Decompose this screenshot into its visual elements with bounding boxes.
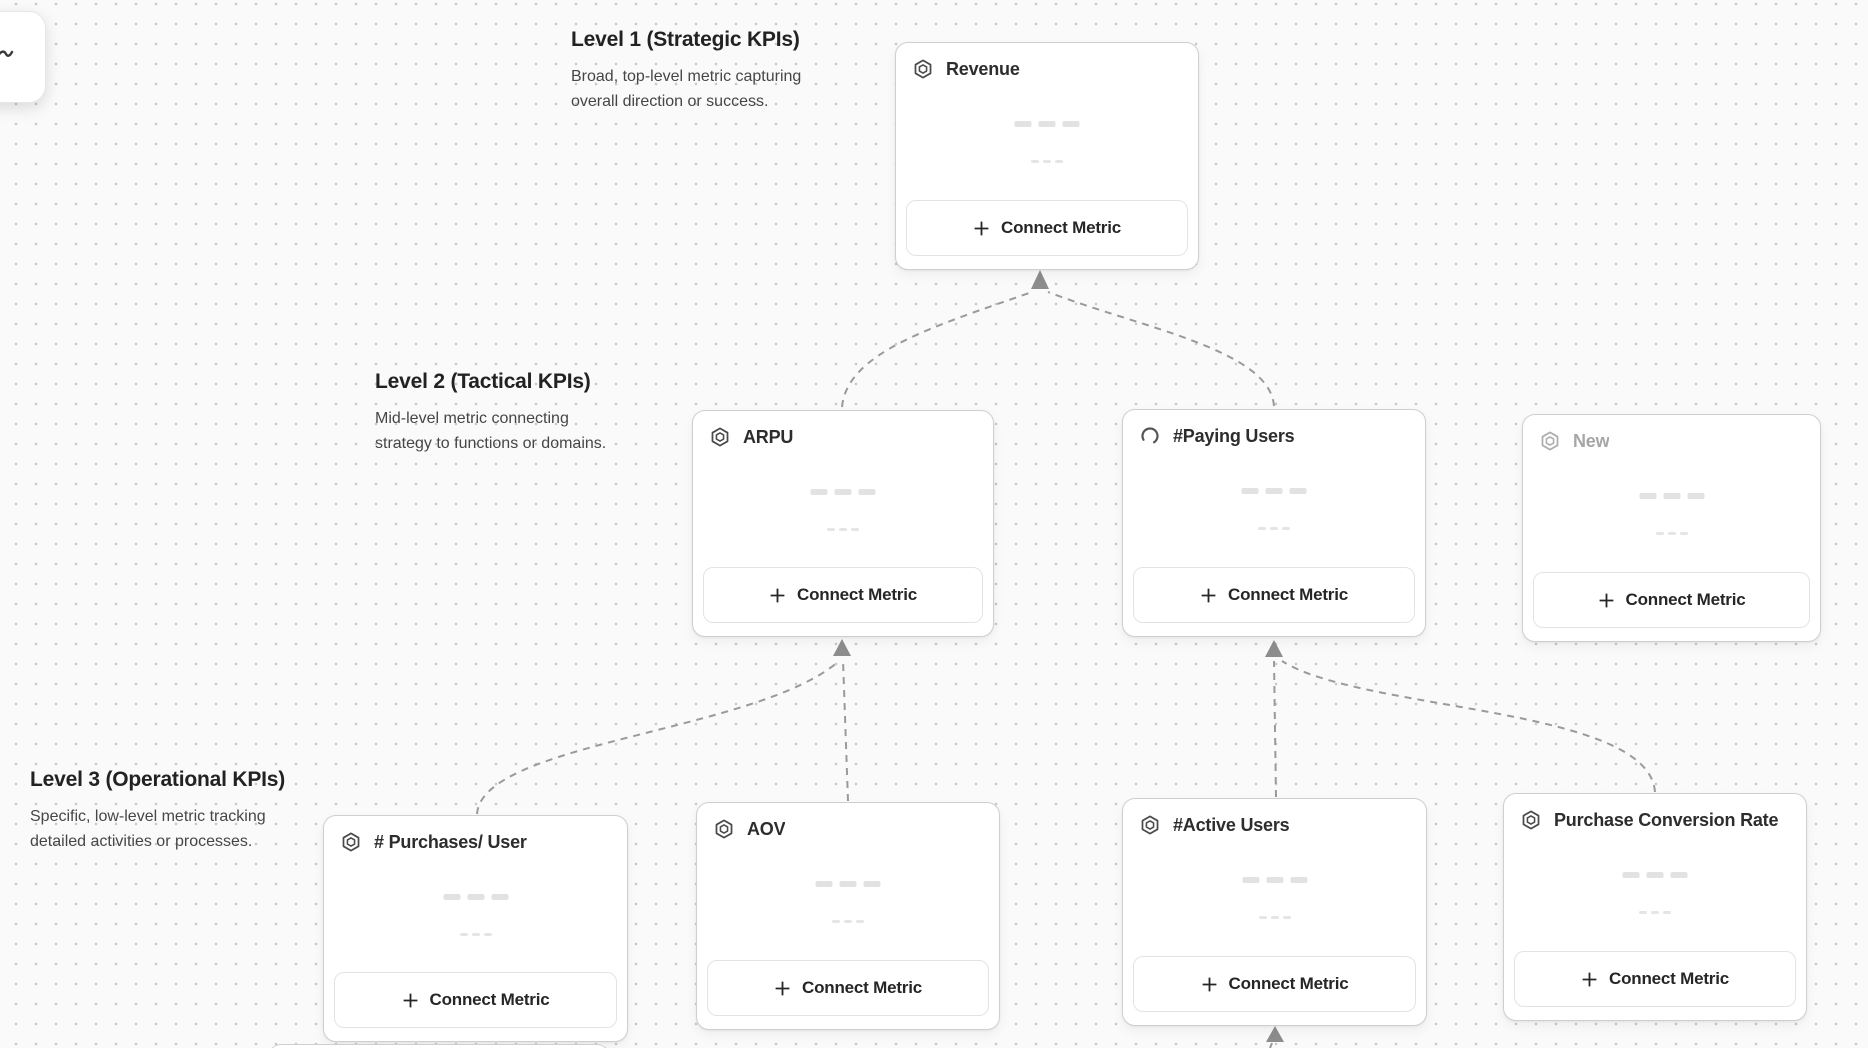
level-3-heading: Level 3 (Operational KPIs) bbox=[30, 768, 286, 791]
level-1-description: Broad, top-level metric capturing overal… bbox=[571, 68, 802, 110]
metric-hexagon-icon bbox=[342, 832, 360, 852]
plus-icon bbox=[1202, 977, 1216, 991]
skeleton-bars bbox=[810, 489, 876, 495]
skeleton-dashes bbox=[1655, 532, 1688, 535]
skeleton-dashes bbox=[1258, 916, 1291, 919]
metric-card-new[interactable]: New Connect Metric bbox=[1522, 414, 1821, 642]
edge-active-paying bbox=[1273, 660, 1277, 798]
card-title: # Purchases/ User bbox=[374, 831, 527, 852]
card-title: #Paying Users bbox=[1173, 425, 1295, 446]
skeleton-bars bbox=[1639, 493, 1704, 499]
skeleton-dashes bbox=[832, 920, 864, 923]
plus-icon bbox=[775, 981, 790, 995]
metric-card-arpu[interactable]: ARPU Connect Metric bbox=[692, 410, 994, 637]
skeleton-bars bbox=[1014, 121, 1080, 127]
connect-metric-button[interactable]: Connect Metric bbox=[906, 200, 1188, 256]
skeleton-dashes bbox=[1031, 160, 1063, 163]
connect-metric-button[interactable]: Connect Metric bbox=[1133, 956, 1416, 1012]
card-title: ARPU bbox=[743, 426, 794, 447]
metric-card-revenue[interactable]: Revenue Connect Metric bbox=[895, 42, 1199, 270]
connect-metric-label: Connect Metric bbox=[797, 585, 917, 604]
metric-hexagon-icon bbox=[1141, 815, 1159, 835]
card-header: #Active Users bbox=[1123, 799, 1426, 836]
arrowhead-paying bbox=[1265, 640, 1283, 657]
connect-metric-label: Connect Metric bbox=[1609, 969, 1729, 988]
metric-hexagon-icon bbox=[1522, 810, 1540, 830]
connect-metric-label: Connect Metric bbox=[1001, 218, 1121, 237]
card-header: Purchase Conversion Rate bbox=[1504, 794, 1806, 831]
card-header: # Purchases/ User bbox=[324, 816, 627, 853]
connect-metric-button[interactable]: Connect Metric bbox=[703, 567, 983, 623]
skeleton-dashes bbox=[1639, 911, 1671, 914]
connect-metric-button[interactable]: Connect Metric bbox=[334, 972, 617, 1028]
connect-metric-button[interactable]: Connect Metric bbox=[1133, 567, 1415, 623]
metric-card-partial-offscreen[interactable] bbox=[268, 1044, 610, 1048]
metric-card-purchases-per-user[interactable]: # Purchases/ User Connect Metric bbox=[323, 815, 628, 1042]
level-3-annotation: Level 3 (Operational KPIs) Specific, low… bbox=[30, 768, 285, 855]
plus-icon bbox=[1201, 588, 1216, 602]
level-3-description: Specific, low-level metric tracking deta… bbox=[30, 808, 266, 850]
level-2-heading: Level 2 (Tactical KPIs) bbox=[375, 370, 591, 393]
skeleton-bars bbox=[1242, 877, 1307, 883]
level-2-annotation: Level 2 (Tactical KPIs) Mid-level metric… bbox=[375, 370, 630, 457]
metric-hexagon-icon bbox=[711, 427, 729, 447]
edge-offscreen-active bbox=[1269, 1042, 1273, 1048]
level-1-annotation: Level 1 (Strategic KPIs) Broad, top-leve… bbox=[571, 28, 826, 115]
card-header: #Paying Users bbox=[1123, 410, 1425, 447]
metric-card-purchase-conversion-rate[interactable]: Purchase Conversion Rate Connect Metric bbox=[1503, 793, 1807, 1021]
card-title: Revenue bbox=[946, 58, 1020, 79]
card-title: AOV bbox=[747, 818, 786, 839]
card-title: Purchase Conversion Rate bbox=[1554, 809, 1779, 830]
edge-purchases-arpu bbox=[476, 660, 840, 815]
card-header: AOV bbox=[697, 803, 999, 840]
plus-icon bbox=[1582, 972, 1597, 986]
card-header: New bbox=[1523, 415, 1820, 452]
skeleton-bars bbox=[1241, 488, 1307, 494]
arrowhead-arpu bbox=[833, 639, 851, 656]
skeleton-dashes bbox=[459, 933, 492, 936]
plus-icon bbox=[974, 221, 989, 235]
connect-metric-button[interactable]: Connect Metric bbox=[1533, 572, 1810, 628]
card-title: #Active Users bbox=[1173, 814, 1290, 835]
connect-metric-label: Connect Metric bbox=[429, 990, 550, 1009]
edge-aov-arpu bbox=[842, 659, 849, 802]
metric-hexagon-icon bbox=[715, 819, 733, 839]
plus-icon bbox=[770, 588, 785, 602]
card-header: Revenue bbox=[896, 43, 1198, 80]
metric-hexagon-icon bbox=[1541, 431, 1559, 451]
spinner-icon bbox=[1141, 427, 1159, 445]
skeleton-bars bbox=[815, 881, 881, 887]
connect-metric-label: Connect Metric bbox=[1625, 590, 1746, 609]
level-1-heading: Level 1 (Strategic KPIs) bbox=[571, 28, 800, 51]
metric-card-paying-users[interactable]: #Paying Users Connect Metric bbox=[1122, 409, 1426, 637]
cursor-squiggle-icon bbox=[0, 50, 14, 57]
plus-icon bbox=[1599, 593, 1613, 607]
skeleton-bars bbox=[443, 894, 508, 900]
floating-toolbar-panel[interactable] bbox=[0, 11, 46, 103]
level-2-description: Mid-level metric connecting strategy to … bbox=[375, 410, 607, 452]
edge-arpu-revenue bbox=[841, 291, 1033, 408]
edge-pcr-paying bbox=[1281, 660, 1656, 793]
connect-metric-label: Connect Metric bbox=[1228, 585, 1348, 604]
card-header: ARPU bbox=[693, 411, 993, 448]
connect-metric-button[interactable]: Connect Metric bbox=[707, 960, 989, 1016]
plus-icon bbox=[403, 993, 417, 1007]
connect-metric-label: Connect Metric bbox=[1228, 974, 1349, 993]
skeleton-bars bbox=[1622, 872, 1688, 878]
metric-hexagon-icon bbox=[914, 59, 932, 79]
skeleton-dashes bbox=[1258, 527, 1290, 530]
connect-metric-label: Connect Metric bbox=[802, 978, 922, 997]
card-title: New bbox=[1573, 430, 1610, 451]
connect-metric-button[interactable]: Connect Metric bbox=[1514, 951, 1796, 1007]
metric-card-active-users[interactable]: #Active Users Connect Metric bbox=[1122, 798, 1427, 1026]
metric-card-aov[interactable]: AOV Connect Metric bbox=[696, 802, 1000, 1030]
arrowhead-active-users bbox=[1266, 1026, 1284, 1042]
arrowhead-revenue bbox=[1031, 270, 1049, 289]
edge-paying-revenue bbox=[1047, 291, 1275, 407]
skeleton-dashes bbox=[827, 528, 859, 531]
